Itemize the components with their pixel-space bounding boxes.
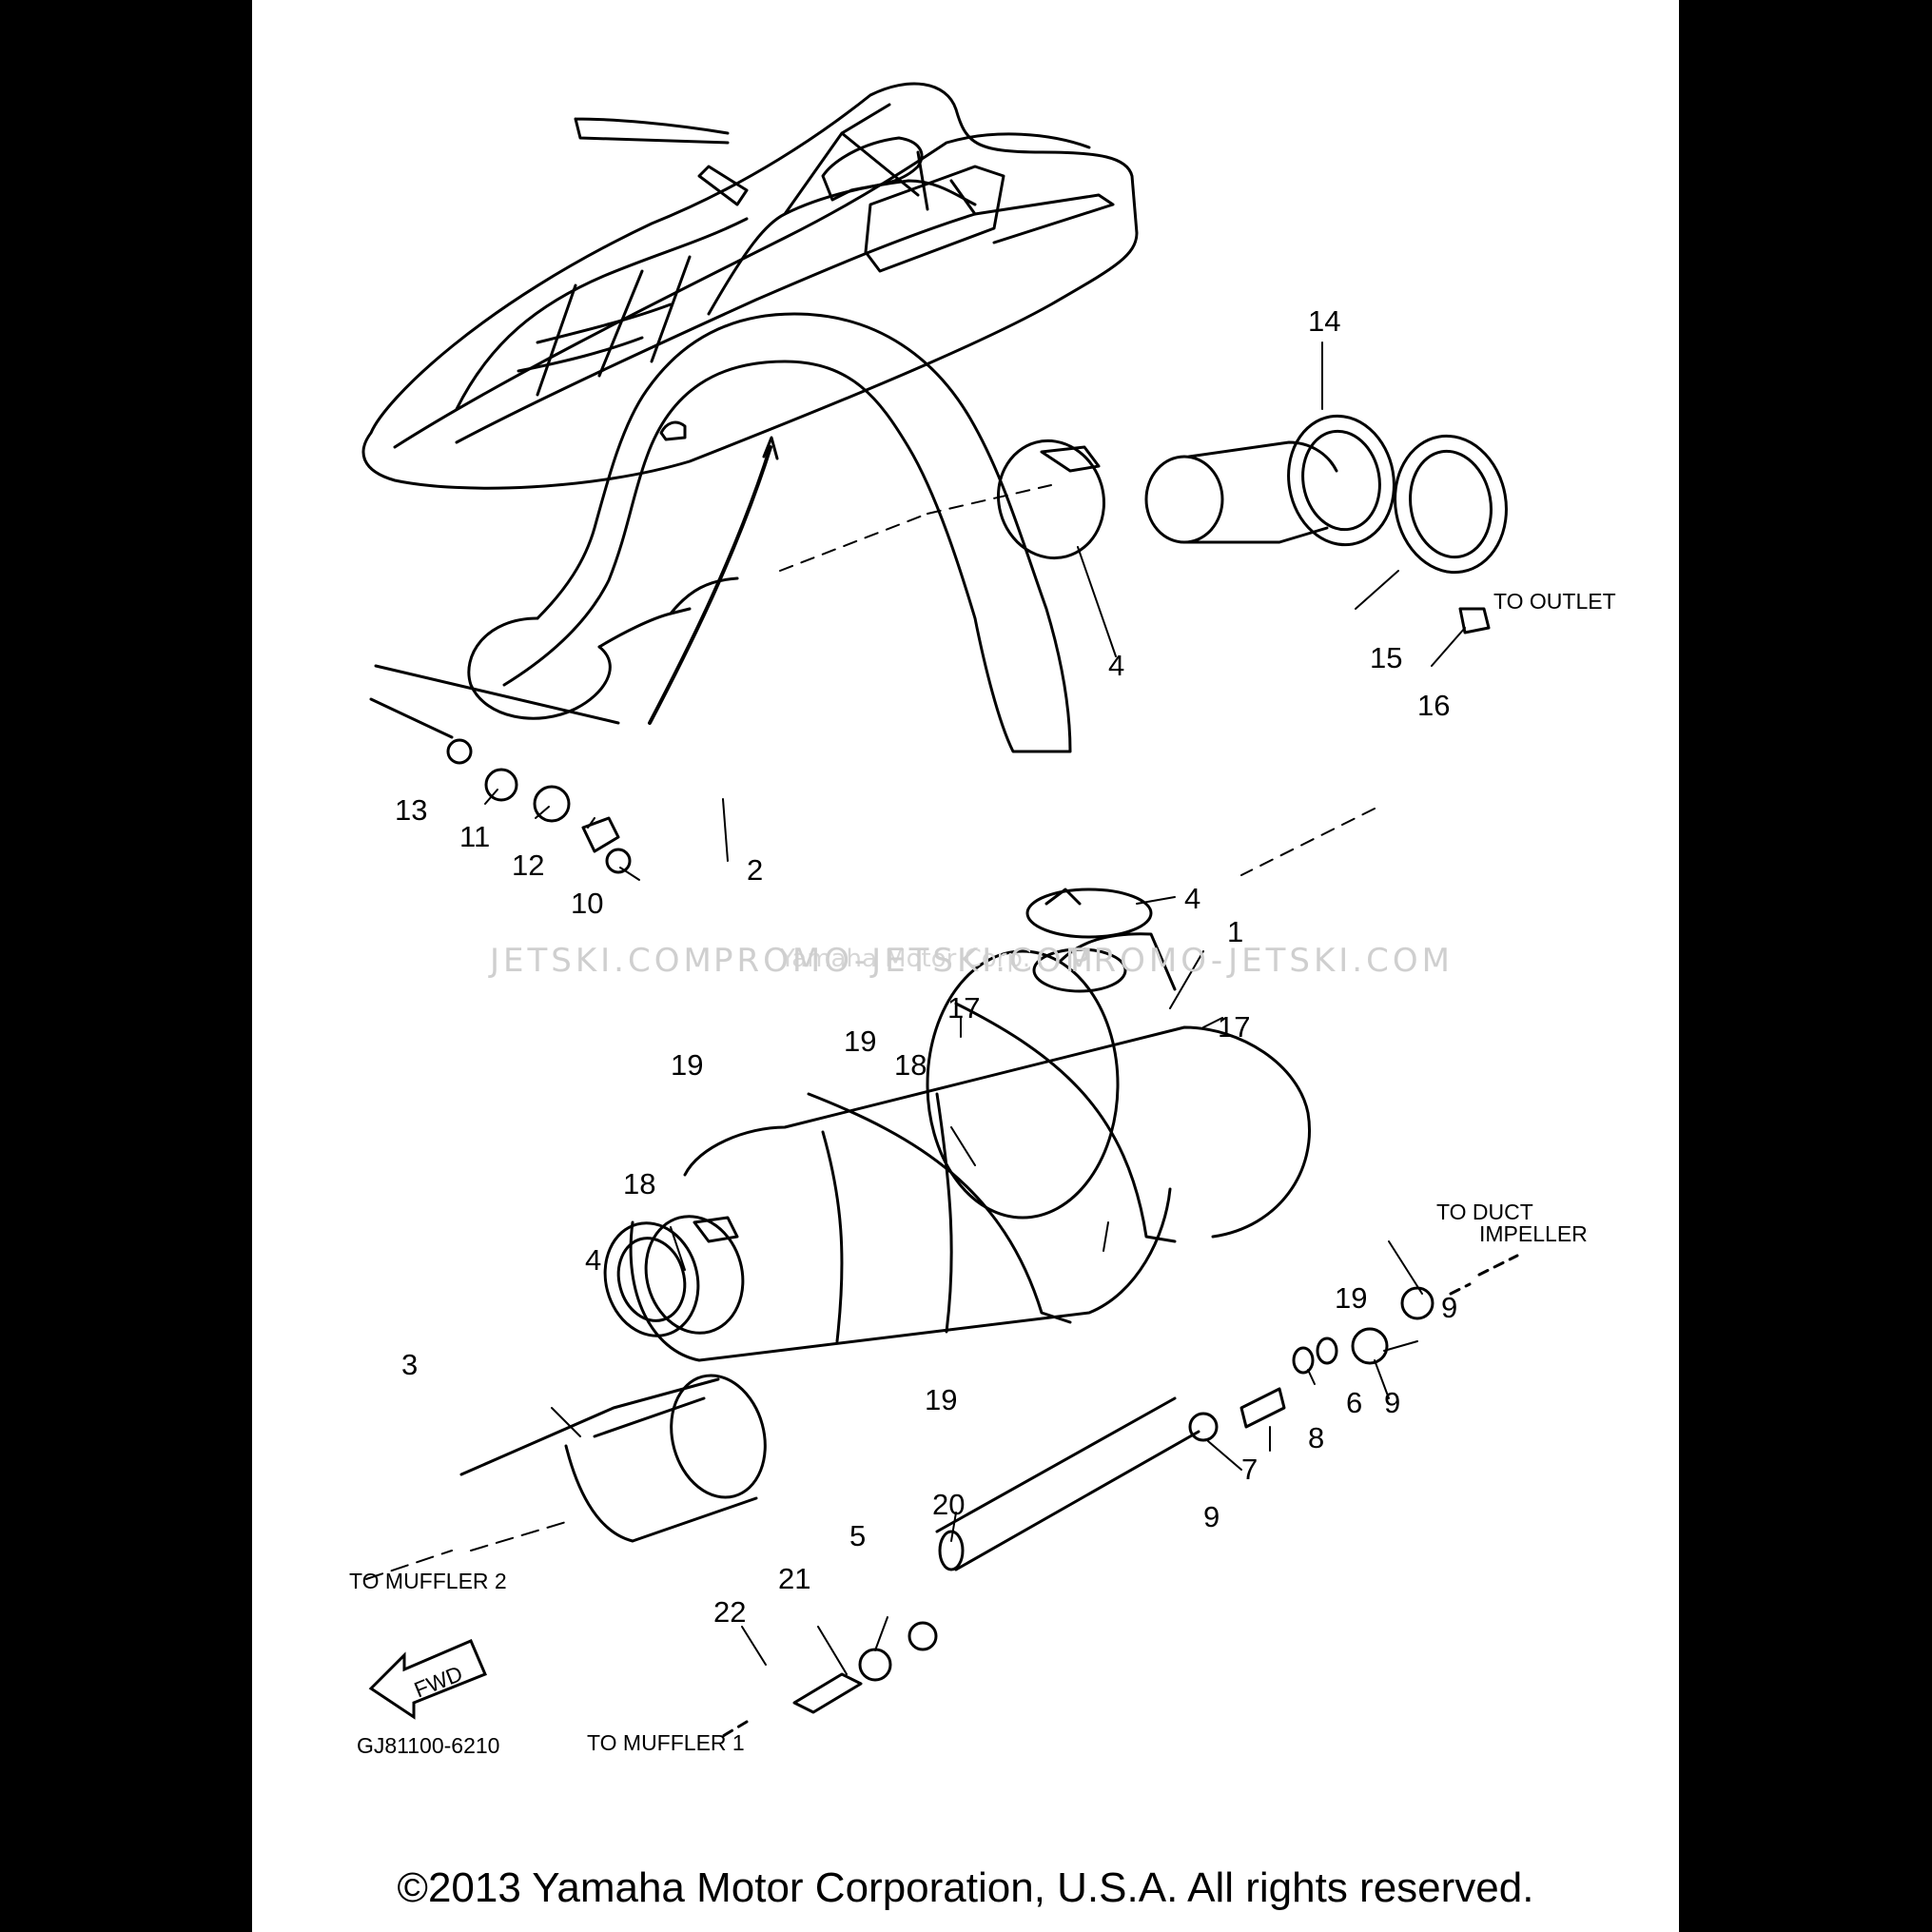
bilge-fitting-group <box>369 664 632 874</box>
diagram-code: GJ81100-6210 <box>357 1733 499 1758</box>
hose-clamp-4a <box>997 439 1105 560</box>
part-label: 5 <box>849 1519 866 1552</box>
part-label: 17 <box>1218 1010 1250 1044</box>
part-label: 1 <box>1227 915 1243 948</box>
part-label: 8 <box>1308 1421 1324 1454</box>
part-label: 4 <box>585 1243 601 1277</box>
part-label: 21 <box>778 1562 810 1595</box>
to-muffler-2-note: TO MUFFLER 2 <box>349 1569 507 1593</box>
diagram-sheet: FWD 14 15 16 4 4 1 17 17 19 18 19 18 2 1… <box>252 0 1679 1932</box>
part-label: 9 <box>1441 1291 1457 1324</box>
part-label: 4 <box>1108 649 1124 682</box>
watermark-faint: Yamaha Motor Corp. <box>780 945 1031 973</box>
part-label: 22 <box>713 1595 746 1629</box>
watermark-center: PROMO-JETSKI.COM <box>713 942 1097 980</box>
part-label: 16 <box>1417 689 1450 722</box>
part-label: 17 <box>947 991 980 1025</box>
to-duct-note: TO DUCT <box>1436 1200 1533 1224</box>
to-outlet-note: TO OUTLET <box>1493 589 1616 614</box>
fwd-arrow-icon: FWD <box>368 1639 487 1720</box>
hose-clamp-4c <box>644 1215 745 1335</box>
watermark-right: PROMO-JETSKI.COM <box>1070 942 1454 980</box>
part-label: 6 <box>1346 1386 1362 1419</box>
part-label: 2 <box>747 853 763 887</box>
part-label: 19 <box>1335 1281 1367 1315</box>
part-label: 20 <box>932 1488 965 1521</box>
part-labels: 14 15 16 4 4 1 17 17 19 18 19 18 2 13 11… <box>395 304 1457 1629</box>
part-label: 3 <box>401 1348 418 1381</box>
hose-clamp-4b <box>1025 888 1153 939</box>
part-label: 11 <box>459 820 490 853</box>
pipe-3-illustration <box>365 1374 767 1580</box>
diagram-notes: TO OUTLET TO DUCT IMPELLER TO MUFFLER 2 … <box>349 589 1616 1758</box>
strap-17 <box>807 1002 1177 1324</box>
impeller-note: IMPELLER <box>1479 1221 1588 1246</box>
part-label: 14 <box>1308 304 1340 338</box>
muffler-illustration <box>603 932 1311 1362</box>
part-label: 9 <box>1384 1386 1400 1419</box>
copyright-notice: ©2013 Yamaha Motor Corporation, U.S.A. A… <box>397 1864 1534 1911</box>
part-label: 19 <box>925 1383 957 1416</box>
exhaust-parts-diagram: FWD 14 15 16 4 4 1 17 17 19 18 19 18 2 1… <box>349 82 1616 1758</box>
part-label: 12 <box>512 849 544 882</box>
to-muffler-1-note: TO MUFFLER 1 <box>587 1730 745 1755</box>
part-label: 19 <box>844 1025 876 1058</box>
part-label: 19 <box>671 1048 703 1082</box>
part-label: 9 <box>1203 1500 1220 1533</box>
bolt-16 <box>1458 607 1491 634</box>
part-label: 15 <box>1370 641 1402 674</box>
watermark-left: JETSKI.COM <box>490 942 715 980</box>
part-label: 4 <box>1184 882 1200 915</box>
watercraft-illustration <box>361 82 1139 490</box>
part-label: 10 <box>571 887 603 920</box>
part-label: 13 <box>395 793 427 827</box>
part-label: 18 <box>894 1048 927 1082</box>
part-label: 18 <box>623 1167 655 1200</box>
hose-20 <box>935 1396 1200 1571</box>
part-label: 7 <box>1241 1453 1258 1486</box>
exhaust-pipe-illustration <box>467 312 1072 753</box>
fwd-label: FWD <box>411 1661 466 1703</box>
outlet-elbow-illustration <box>1144 414 1508 575</box>
hose-joint-21 <box>721 1621 938 1738</box>
